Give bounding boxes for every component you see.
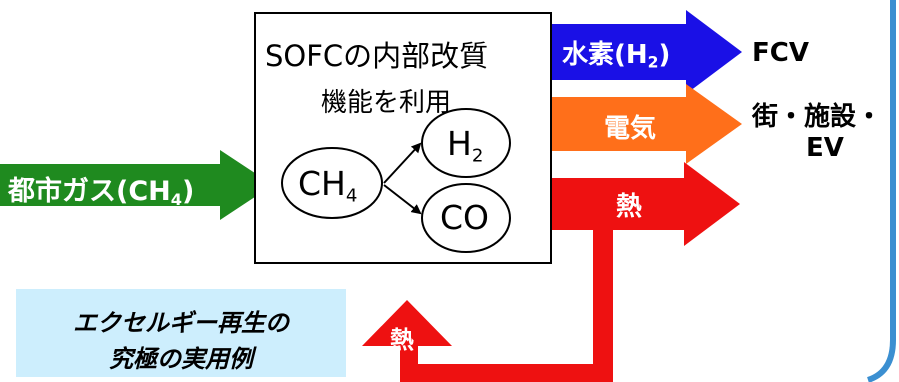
- right-edge-accent: [866, 0, 896, 382]
- reform-arrow-to-co: [383, 184, 422, 215]
- ev-label: EV: [806, 133, 844, 163]
- hydrogen-arrow: [552, 10, 742, 94]
- electricity-arrow: [552, 84, 742, 164]
- fcv-label: FCV: [752, 38, 809, 68]
- h2-label: H2: [447, 124, 484, 167]
- co-label: CO: [440, 198, 490, 237]
- note-line2: 究極の実用例: [109, 345, 253, 373]
- heat-arrow: [552, 162, 740, 246]
- heat-return-loop: [362, 215, 613, 382]
- exergy-note-box: エクセルギー再生の 究極の実用例: [16, 289, 346, 377]
- ch4-label: CH4: [298, 164, 358, 207]
- heat-label: 熱: [616, 192, 643, 222]
- heat-return-label: 熱: [390, 326, 414, 354]
- hydrogen-label: 水素(H2): [562, 40, 671, 72]
- reform-arrow-to-h2: [383, 142, 422, 184]
- electricity-label: 電気: [604, 114, 657, 144]
- co-ellipse: [421, 183, 511, 253]
- note-line1: エクセルギー再生の: [73, 309, 289, 337]
- city-facilities-label: 街・施設・: [752, 102, 883, 132]
- city-gas-arrow: [0, 150, 273, 220]
- sofc-title-line1: SOFCの内部改質: [265, 39, 489, 73]
- city-gas-label: 都市ガス(CH4): [8, 176, 195, 209]
- h2-ellipse: [421, 108, 511, 178]
- sofc-title-line2: 機能を利用: [321, 88, 452, 118]
- ch4-ellipse: [281, 147, 383, 219]
